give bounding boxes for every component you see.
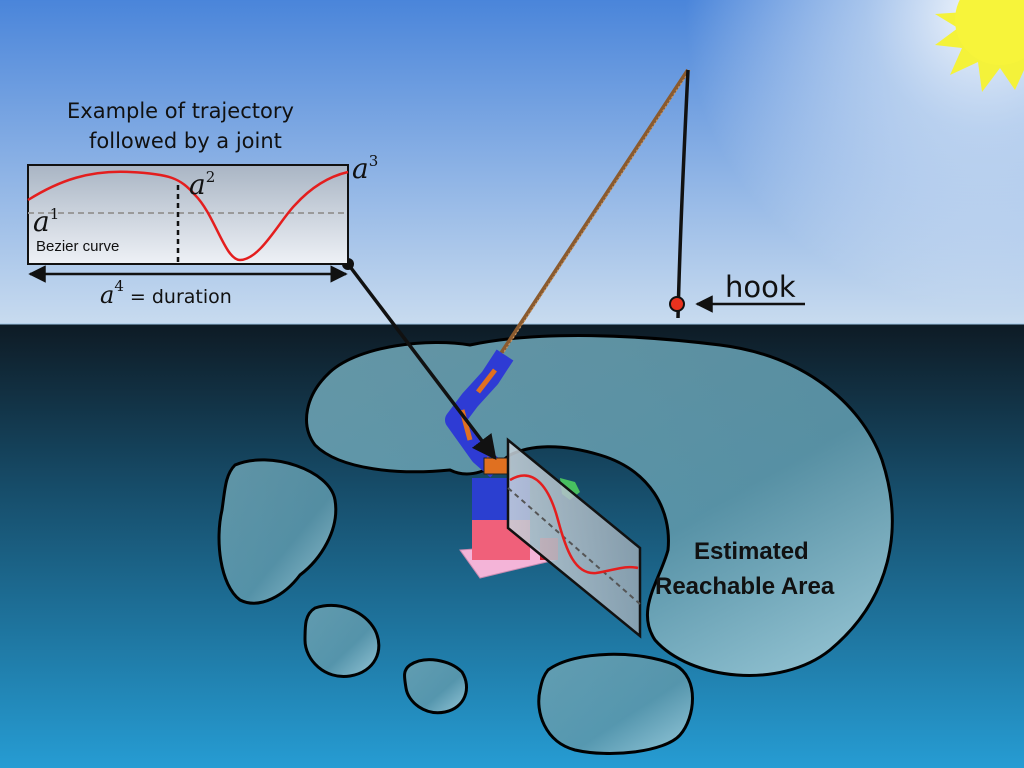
label-reachable-area-line1: Estimated <box>694 538 809 565</box>
connector-arrow <box>346 262 497 460</box>
reachable-area-blob-left <box>217 458 338 605</box>
reachable-area-blob-small-2 <box>403 658 468 715</box>
sun-icon <box>935 0 1024 92</box>
sun-glow <box>0 0 1024 324</box>
label-duration: a4 = duration <box>100 277 232 309</box>
inset-title-line2: followed by a joint <box>89 129 282 153</box>
robot-wrist <box>483 457 511 475</box>
fishing-rod <box>498 68 690 357</box>
label-reachable-area-line2: Reachable Area <box>655 573 835 600</box>
reachable-area-blob-small-1 <box>303 603 381 678</box>
label-a2: a2 <box>189 168 216 201</box>
reachable-area-blob-bottom <box>537 652 694 755</box>
label-a3: a3 <box>352 152 379 185</box>
label-a1: a1 <box>33 205 60 238</box>
inset-bezier-curve <box>27 170 349 262</box>
projected-curve <box>509 474 639 575</box>
inset-title-line1: Example of trajectory <box>67 99 294 123</box>
label-bezier-curve: Bezier curve <box>36 238 120 255</box>
hook-ball <box>669 296 685 312</box>
projected-trajectory-panel <box>506 437 642 639</box>
fishing-line <box>676 69 690 319</box>
projected-baseline <box>507 487 641 605</box>
label-hook: hook <box>725 270 796 304</box>
fishing-rod-highlight <box>501 69 691 356</box>
trajectory-inset-box <box>27 164 349 265</box>
